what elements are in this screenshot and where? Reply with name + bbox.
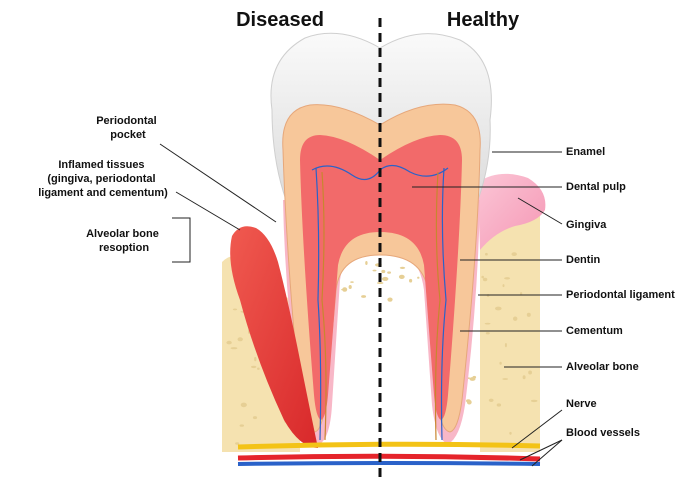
vein-bottom (238, 463, 540, 464)
bone-speckle (467, 400, 472, 405)
bone-speckle (527, 313, 531, 317)
bone-speckle (365, 261, 367, 265)
label-alveolar-bone-resorption: Alveolar bone resoption (86, 228, 162, 254)
label-enamel: Enamel (566, 146, 605, 158)
bone-speckle (509, 432, 511, 435)
bone-speckle (240, 424, 244, 426)
title-diseased: Diseased (236, 9, 324, 31)
bone-speckle (503, 284, 505, 287)
bone-speckle (241, 403, 247, 408)
label-periodontal-pocket: Periodontal pocket (96, 115, 160, 141)
label-dental-pulp: Dental pulp (566, 181, 626, 193)
label-cementum: Cementum (566, 325, 623, 337)
bone-speckle (473, 376, 477, 379)
bone-speckle (485, 253, 488, 256)
label-periodontal-ligament: Periodontal ligament (566, 289, 675, 301)
bone-speckle (505, 343, 507, 347)
bone-speckle (238, 337, 243, 341)
bone-speckle (513, 317, 517, 321)
bone-speckle (528, 371, 532, 375)
bone-speckle (399, 275, 405, 279)
bone-speckle (499, 362, 501, 365)
leader-inflamed (176, 192, 240, 230)
label-inflamed-tissues: Inflamed tissues (gingiva, periodontal l… (38, 159, 168, 199)
bone-speckle (387, 298, 392, 302)
bone-speckle (481, 276, 484, 279)
bone-speckle (342, 287, 347, 292)
bone-speckle (387, 271, 391, 273)
label-gingiva: Gingiva (566, 219, 607, 231)
bone-speckle (382, 277, 388, 281)
title-healthy: Healthy (447, 9, 520, 31)
bone-speckle (489, 399, 494, 402)
bone-speckle (504, 277, 510, 279)
bone-speckle (531, 400, 538, 402)
label-dentin: Dentin (566, 254, 601, 266)
bracket-resorption (172, 218, 190, 262)
bone-speckle (381, 270, 385, 273)
bone-speckle (417, 277, 419, 279)
bone-speckle (253, 416, 257, 419)
bone-speckle (523, 375, 526, 379)
bone-speckle (231, 347, 238, 349)
bone-speckle (377, 282, 384, 284)
leader-pocket (160, 144, 276, 222)
label-nerve: Nerve (566, 398, 597, 410)
label-alveolar-bone: Alveolar bone (566, 361, 639, 373)
bone-speckle (235, 442, 239, 444)
bone-speckle (226, 341, 231, 345)
bone-speckle (233, 309, 237, 311)
bone-speckle (400, 267, 405, 269)
bone-speckle (486, 332, 490, 334)
bone-speckle (361, 295, 366, 298)
bone-speckle (349, 285, 352, 289)
label-blood-vessels: Blood vessels (566, 427, 640, 439)
bottom-vessels (238, 444, 540, 464)
bone-speckle (512, 252, 517, 256)
bone-speckle (502, 378, 508, 380)
bone-speckle (257, 368, 260, 370)
bone-speckle (251, 366, 256, 368)
bone-speckle (495, 307, 502, 311)
artery-bottom (238, 456, 540, 459)
bone-speckle (409, 279, 412, 283)
bone-speckle (350, 281, 354, 283)
bone-speckle (373, 270, 377, 272)
bone-speckle (497, 403, 501, 406)
bone-speckle (483, 278, 487, 281)
bone-speckle (485, 323, 491, 325)
bone-speckle (254, 357, 256, 361)
nerve-bottom (238, 444, 540, 447)
